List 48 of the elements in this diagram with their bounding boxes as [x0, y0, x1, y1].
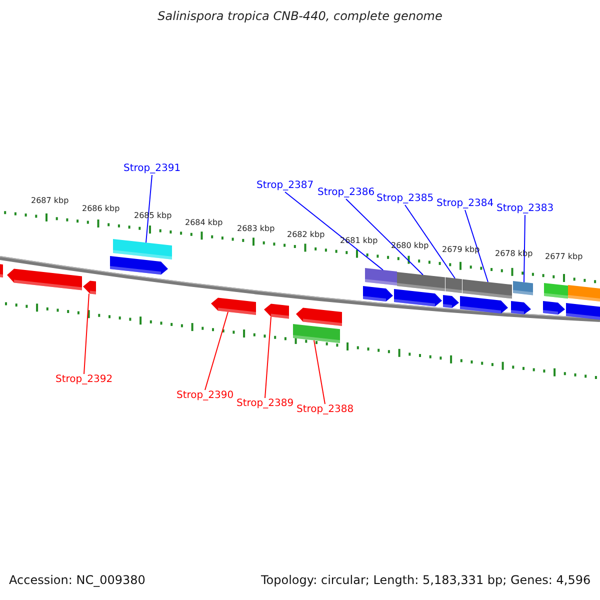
gene-feature [443, 295, 459, 308]
scale-label: 2683 kbp [237, 224, 275, 234]
gene-feature [7, 268, 82, 290]
gene-feature [293, 324, 340, 344]
gene-label: Strop_2384 [436, 198, 494, 210]
leader-line [404, 204, 456, 279]
leader-line [346, 198, 424, 276]
leader-line [464, 210, 488, 282]
leader-line [204, 311, 228, 390]
scale-label: 2682 kbp [287, 230, 325, 240]
leader-line [264, 316, 272, 398]
gene-feature [363, 286, 393, 302]
title: Salinispora tropica CNB-440, complete genome [156, 10, 444, 24]
gene-label: Strop_2390 [176, 390, 234, 402]
gene-label: Strop_2386 [318, 187, 375, 198]
gene-feature [544, 283, 568, 299]
gene-feature [511, 301, 531, 314]
gene-feature [513, 281, 533, 296]
footer-text: Topology: circular; Length: 5,183,331 bp; Genes: 4,596 [261, 574, 591, 588]
gene-label: Strop_2389 [236, 398, 294, 410]
leader-line [84, 293, 90, 374]
gene-feature [0, 264, 3, 278]
scale-label: 2687 kbp [31, 196, 69, 206]
gene-feature [566, 303, 600, 320]
scale-label: 2684 kbp [185, 218, 223, 228]
footer-text: Accession: NC_009380 [9, 574, 146, 588]
gene-feature [296, 308, 342, 326]
gene-feature [365, 268, 397, 286]
gene-label: Strop_2383 [496, 203, 554, 214]
gene-feature [446, 277, 462, 294]
gene-feature [264, 304, 289, 319]
scale-label: 2677 kbp [545, 252, 583, 262]
gene-label: Strop_2387 [256, 180, 314, 192]
gene-label: Strop_2388 [296, 404, 354, 416]
gene-feature [110, 256, 168, 275]
gene-feature [568, 285, 600, 302]
gene-feature [543, 301, 565, 315]
gene-label: Strop_2392 [56, 374, 113, 386]
leader-line [314, 340, 326, 404]
leader-line [524, 214, 526, 283]
gene-feature [211, 298, 256, 315]
leader-line [284, 192, 384, 270]
gene-feature [83, 280, 96, 294]
leader-line [146, 174, 152, 244]
gene-label: Strop_2385 [376, 193, 434, 204]
scale-label: 2686 kbp [82, 204, 120, 214]
gene-feature [113, 239, 172, 260]
gene-label: Strop_2391 [124, 163, 181, 174]
